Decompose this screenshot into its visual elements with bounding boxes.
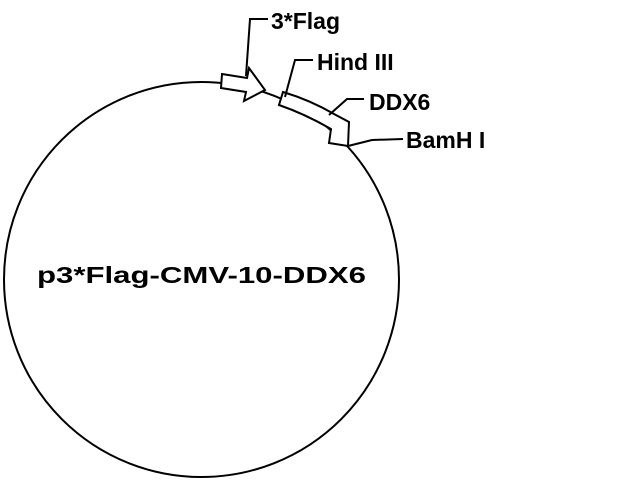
feature-3xflag-arrow [219, 65, 267, 103]
ddx6-label: DDX6 [369, 89, 430, 115]
bamh1-label: BamH I [406, 127, 485, 153]
flag-label: 3*Flag [271, 8, 340, 34]
feature-ddx6-arrow [277, 90, 351, 148]
bamh1-leader-line [347, 138, 404, 147]
ddx6-leader-line [328, 98, 364, 116]
plasmid-name-label: p3*Flag-CMV-10-DDX6 [37, 262, 366, 288]
plasmid-backbone-circle [3, 81, 400, 478]
flag-arrow-shape [219, 65, 267, 103]
hind3-label: Hind III [317, 49, 394, 75]
flag-leader-line [245, 18, 268, 77]
hind3-leader-line [284, 59, 313, 98]
ddx6-arrow-shape [277, 90, 351, 148]
